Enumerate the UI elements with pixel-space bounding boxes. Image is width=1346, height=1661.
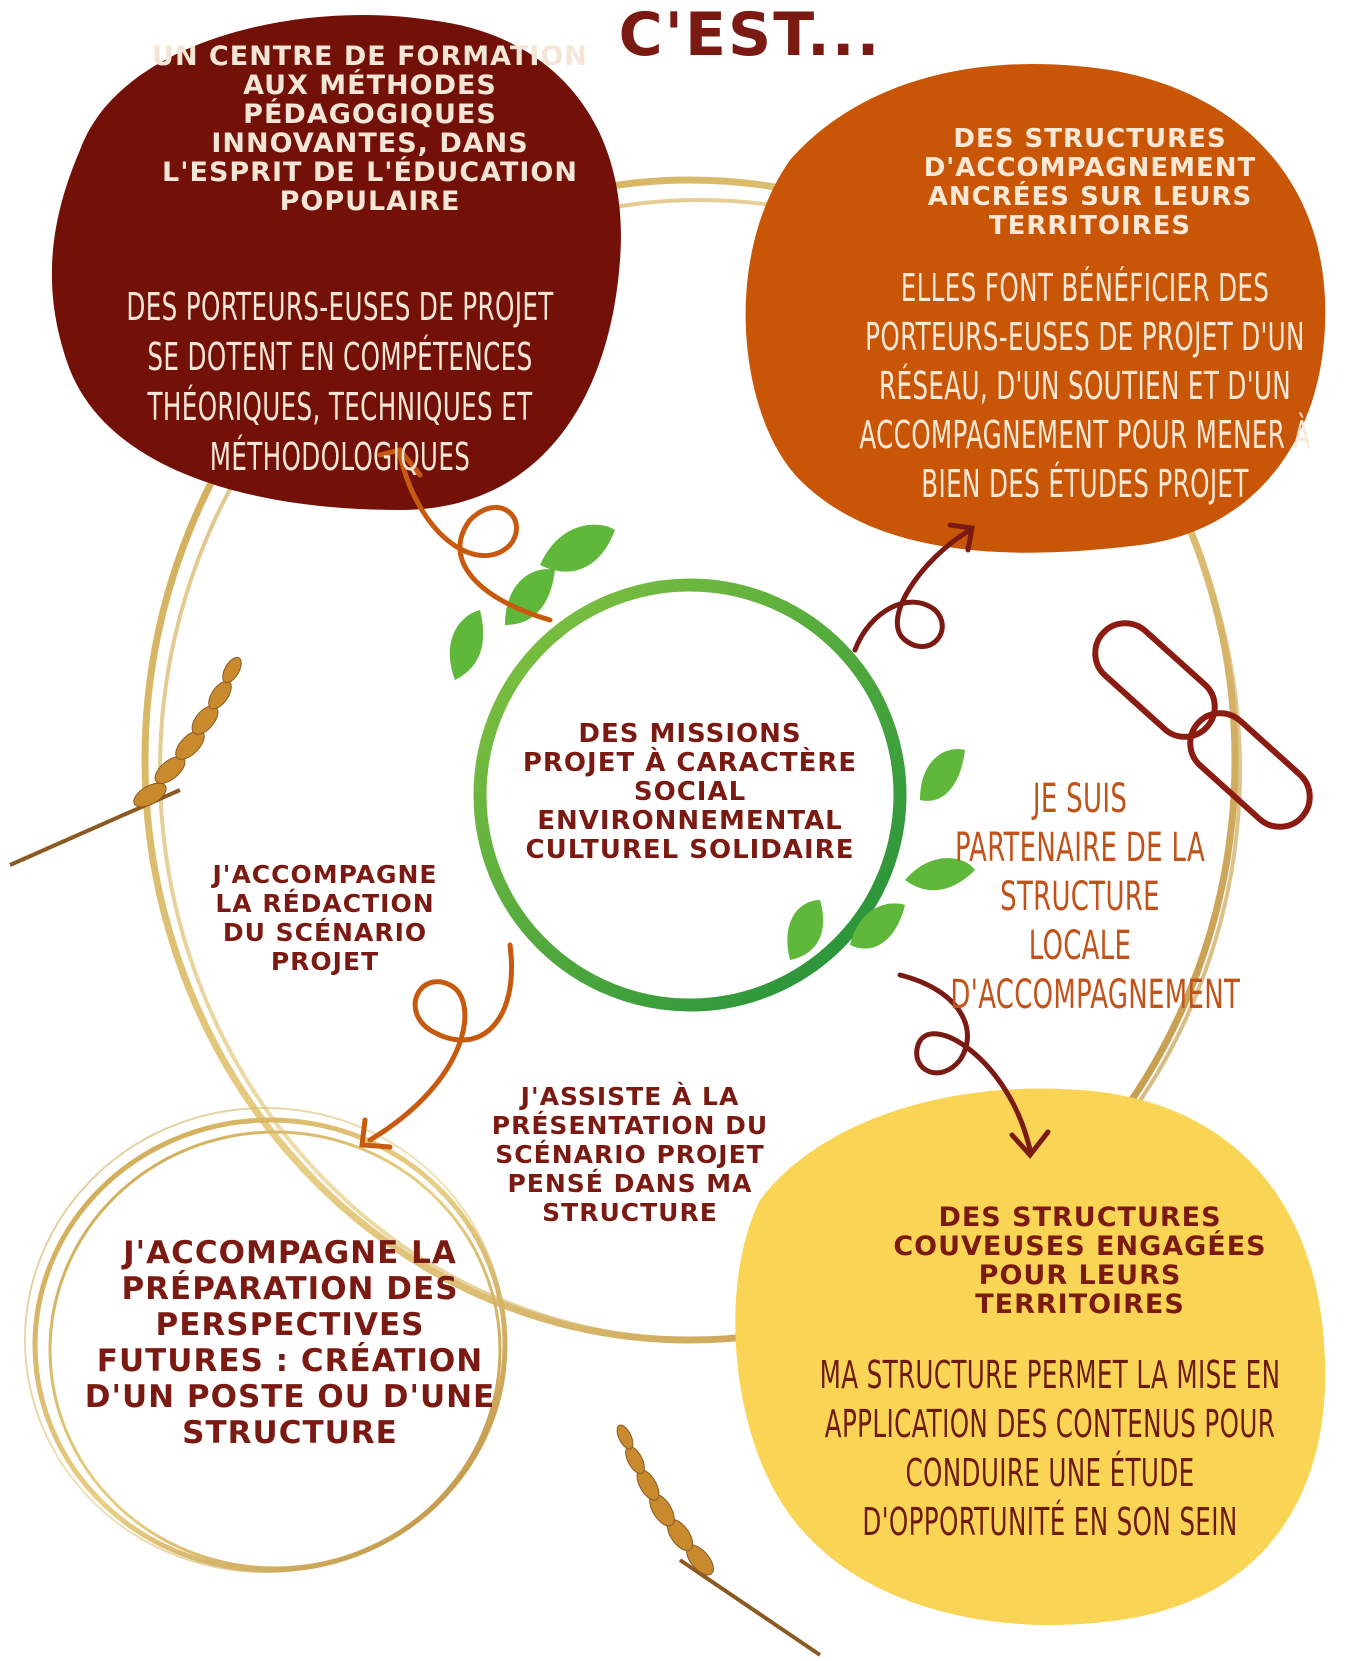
couveuses-body: MA STRUCTURE PERMET LA MISE EN APPLICATI…: [819, 1353, 1281, 1544]
formation-blob: [51, 15, 621, 510]
formation-body: DES PORTEURS-EUSES DE PROJET SE DOTENT E…: [126, 285, 554, 479]
curly-arrow-icon: [359, 447, 553, 1150]
couveuses-blob: [735, 1088, 1326, 1625]
couveuses-heading: DES STRUCTURES COUVEUSES ENGAGÉES POUR L…: [893, 1202, 1267, 1320]
page-title: C'EST...: [618, 0, 882, 70]
label-presentation: J'ASSISTE À LA PRÉSENTATION DU SCÉNARIO …: [491, 1082, 769, 1227]
green-circle: [449, 524, 975, 1012]
label-perspectives: J'ACCOMPAGNE LA PRÉPARATION DES PERSPECT…: [84, 1235, 496, 1451]
accompagnement-heading: DES STRUCTURES D'ACCOMPAGNEMENT ANCRÉES …: [923, 124, 1257, 241]
curly-arrow-icon: [852, 522, 1051, 1159]
label-partenaire: JE SUIS PARTENAIRE DE LA STRUCTURE LOCAL…: [950, 776, 1241, 1018]
small-gold-ring: [24, 1107, 508, 1573]
accompagnement-blob: [745, 64, 1326, 553]
link-icon: [1092, 620, 1313, 830]
accompagnement-body: ELLES FONT BÉNÉFICIER DES PORTEURS-EUSES…: [859, 266, 1311, 506]
center-missions-text: DES MISSIONS PROJET À CARACTÈRE SOCIAL E…: [522, 719, 858, 865]
wheat-icon: [9, 656, 822, 1657]
leaf-icon: [449, 524, 975, 960]
label-redaction: J'ACCOMPAGNE LA RÉDACTION DU SCÉNARIO PR…: [212, 860, 438, 976]
formation-heading: UN CENTRE DE FORMATION AUX MÉTHODES PÉDA…: [152, 41, 588, 217]
